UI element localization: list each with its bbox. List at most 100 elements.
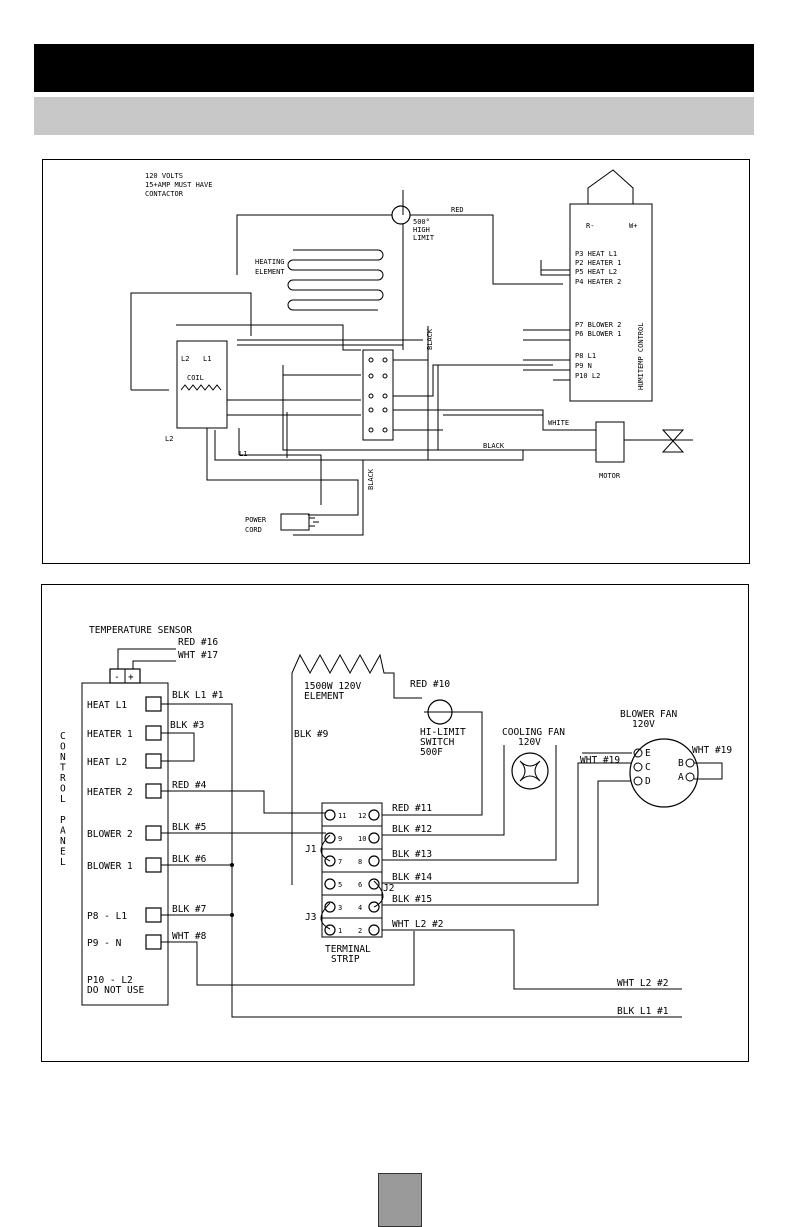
control-panel-terminal	[145, 783, 162, 799]
contactor-l1-label: L1	[203, 355, 211, 363]
wire-blk-l1-1: BLK L1 #1	[172, 690, 224, 701]
blower-fan-label-2: 120V	[632, 719, 655, 730]
control-panel-terminal	[145, 934, 162, 950]
contactor-l2-label: L2	[181, 355, 189, 363]
terminal-number: 10	[358, 835, 366, 843]
heating-element-label-2: ELEMENT	[255, 268, 285, 276]
control-panel-letter: L	[60, 794, 66, 805]
contactor-l2-bottom: L2	[165, 435, 173, 443]
motor-label: MOTOR	[599, 472, 621, 480]
cooling-fan-label-1: COOLING FAN	[502, 727, 565, 738]
control-panel-item-label: P9 - N	[87, 938, 122, 949]
terminal-screw	[368, 855, 380, 867]
blower-term-c: C	[645, 762, 651, 773]
high-limit-label-3: LIMIT	[413, 234, 435, 242]
terminal-number: 1	[338, 927, 342, 935]
fan-blade	[661, 429, 685, 453]
wiring-diagram-1-svg: 120 VOLTS 15+AMP MUST HAVE CONTACTOR RED…	[130, 169, 693, 536]
element-label-2: ELEMENT	[304, 691, 344, 702]
blower-term-d: D	[645, 776, 651, 787]
wire-blk-6: BLK #6	[172, 854, 207, 865]
control-panel-item-label: HEAT L2	[87, 757, 127, 768]
jumper-j1: J1	[305, 844, 317, 855]
sensor-plus: +	[128, 672, 134, 683]
humitemp-control-label: HUMITEMP CONTROL	[637, 323, 645, 390]
hi-limit-label-2: SWITCH	[420, 737, 455, 748]
contactor	[176, 340, 228, 429]
terminal-number: 11	[338, 812, 346, 820]
control-pin-p5: P5 HEAT L2	[575, 268, 617, 276]
bottom-blk-l1-1: BLK L1 #1	[617, 1006, 669, 1017]
coil-label: COIL	[187, 374, 204, 382]
control-panel-letter: E	[60, 847, 66, 858]
control-pin-p6: P6 BLOWER 1	[575, 330, 621, 338]
control-pin-p2: P2 HEATER 1	[575, 259, 621, 267]
p10-label: P10 - L2	[87, 975, 133, 986]
element-label-1: 1500W 120V	[304, 681, 361, 692]
blower-term-a: A	[678, 772, 684, 783]
terminal-block	[362, 349, 394, 441]
control-panel-item-label: HEAT L1	[87, 700, 127, 711]
terminal-number: 3	[338, 904, 342, 912]
terminal-number: 8	[358, 858, 362, 866]
bottom-wht-l2-2: WHT L2 #2	[617, 978, 668, 989]
terminal-screw	[368, 878, 380, 890]
heating-element-label-1: HEATING	[255, 258, 285, 266]
control-pin-p8: P8 L1	[575, 352, 596, 360]
blower-fan	[629, 738, 699, 808]
control-panel-item-label: BLOWER 1	[87, 861, 133, 872]
terminal-screw	[368, 809, 380, 821]
wiring-diagram-2: TEMPERATURE SENSOR - + RED #16 WHT #17 C…	[41, 584, 749, 1062]
wire-red-4: RED #4	[172, 780, 207, 791]
jumper-j3: J3	[305, 912, 316, 923]
power-cord-label-2: CORD	[245, 526, 262, 534]
terminal-number: 7	[338, 858, 342, 866]
blower-term-b: B	[678, 758, 684, 769]
hi-limit-label-3: 500F	[420, 747, 443, 758]
power-cord-plug	[280, 513, 310, 531]
control-panel-letter: O	[60, 784, 66, 795]
terminal-screw	[324, 832, 336, 844]
control-panel-letter: N	[60, 836, 66, 847]
control-panel-terminal	[145, 907, 162, 923]
control-panel-letter: T	[60, 763, 66, 774]
white-wire-label: WHITE	[548, 419, 569, 427]
l1-wire-label: L1	[239, 450, 247, 458]
terminal-strip	[321, 802, 383, 938]
control-panel-letter: N	[60, 752, 66, 763]
humitemp-control	[569, 203, 653, 402]
terminal-strip-label-1: TERMINAL	[325, 944, 371, 955]
high-limit-label-2: HIGH	[413, 226, 430, 234]
control-pin-p3: P3 HEAT L1	[575, 250, 617, 258]
control-panel-terminal	[145, 857, 162, 873]
cooling-fan	[511, 752, 549, 790]
power-cord-label-1: POWER	[245, 516, 267, 524]
header-grey-band	[34, 97, 754, 135]
blk9-label: BLK #9	[294, 729, 329, 740]
terminal-number: 12	[358, 812, 366, 820]
terminal-screw	[324, 809, 336, 821]
wire-blk-12: BLK #12	[392, 824, 432, 835]
terminal-strip-label-2: STRIP	[331, 954, 360, 965]
control-pin-p9: P9 N	[575, 362, 592, 370]
control-panel-terminal	[145, 825, 162, 841]
page-number-box	[378, 1173, 422, 1227]
wire-red-11: RED #11	[392, 803, 432, 814]
black-wire-label: BLACK	[483, 442, 505, 450]
control-panel-terminal	[145, 725, 162, 741]
control-panel-letter: A	[60, 826, 66, 837]
control-panel-letter: O	[60, 742, 66, 753]
terminal-number: 4	[358, 904, 362, 912]
control-panel	[81, 682, 169, 1006]
black-wire-vertical-2: BLACK	[367, 468, 375, 490]
control-panel-item-label: P8 - L1	[87, 911, 127, 922]
control-pin-p10: P10 L2	[575, 372, 600, 380]
wht19-label-right: WHT #19	[692, 745, 732, 756]
terminal-number: 2	[358, 927, 362, 935]
control-panel-letter: R	[60, 773, 66, 784]
control-pin-p4: P4 HEATER 2	[575, 278, 621, 286]
heating-element	[287, 249, 384, 311]
wire-blk-5: BLK #5	[172, 822, 206, 833]
wire-blk-7: BLK #7	[172, 904, 206, 915]
